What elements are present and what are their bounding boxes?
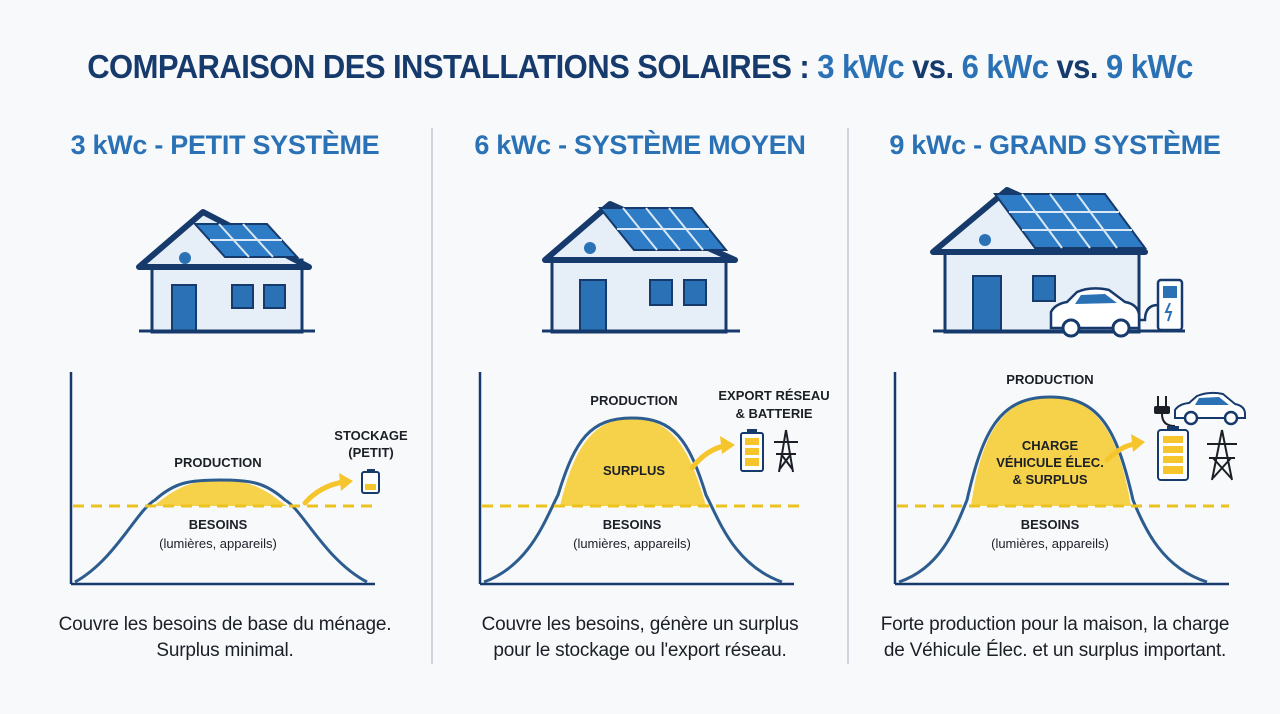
solar-panel-icon xyxy=(192,223,300,258)
production-curve xyxy=(74,478,368,584)
arrow-icon xyxy=(302,473,353,506)
surplus-area xyxy=(971,397,1131,506)
electric-car-icon xyxy=(1049,287,1141,338)
panel-title: 9 kWc - GRAND SYSTÈME xyxy=(889,130,1221,160)
electric-car-icon xyxy=(1174,391,1246,426)
surplus-label-line-1: CHARGE xyxy=(1022,438,1079,453)
battery-icon xyxy=(740,429,764,472)
caption-line-2: Surplus minimal. xyxy=(156,640,294,661)
title-3kwc: 3 kWc xyxy=(817,48,905,85)
besoins-label: BESOINS xyxy=(1021,517,1080,532)
panel-illustration: PRODUCTION BESOINS (lumières, appareils)… xyxy=(69,209,408,586)
production-curve xyxy=(898,395,1208,584)
title-6kwc: 6 kWc xyxy=(961,48,1049,85)
surplus-label-line-3: & SURPLUS xyxy=(1012,472,1087,487)
caption-line-1: Forte production pour la maison, la char… xyxy=(880,614,1230,635)
production-curve xyxy=(483,416,783,584)
pylon-icon xyxy=(774,429,798,473)
production-label: PRODUCTION xyxy=(1006,372,1093,387)
arrow-icon xyxy=(689,436,735,471)
battery-icon xyxy=(361,469,380,494)
caption-line-1: Couvre les besoins, génère un surplus xyxy=(481,614,799,635)
caption: Couvre les besoins de base du ménage. Su… xyxy=(15,612,435,664)
besoins-label: BESOINS xyxy=(603,517,662,532)
surplus-label: SURPLUS xyxy=(603,463,665,478)
stockage-label: STOCKAGE xyxy=(334,428,408,443)
page-title: COMPARAISON DES INSTALLATIONS SOLAIRES :… xyxy=(38,48,1241,86)
energy-chart: PRODUCTION SURPLUS BESOINS (lumières, ap… xyxy=(478,372,802,586)
besoins-label: BESOINS xyxy=(189,517,248,532)
divider-left xyxy=(431,128,433,664)
production-label: PRODUCTION xyxy=(174,455,261,470)
caption-line-1: Couvre les besoins de base du ménage. xyxy=(58,614,392,635)
panel-6kwc: 6 kWc - SYSTÈME MOYEN PRODUCTION SURPLUS xyxy=(430,120,850,710)
panel-title: 6 kWc - SYSTÈME MOYEN xyxy=(474,130,806,160)
energy-chart: PRODUCTION BESOINS (lumières, appareils) xyxy=(69,372,375,586)
stockage-sub-label: (PETIT) xyxy=(348,445,394,460)
surplus-area xyxy=(153,480,287,506)
surplus-area xyxy=(560,418,706,506)
surplus-label-line-2: VÉHICULE ÉLEC. xyxy=(996,455,1104,470)
export-label: EXPORT RÉSEAU xyxy=(718,388,829,403)
arrow-icon xyxy=(1104,434,1145,463)
besoins-sub-label: (lumières, appareils) xyxy=(991,536,1109,551)
caption-line-2: pour le stockage ou l'export réseau. xyxy=(493,640,787,661)
charging-station-icon xyxy=(1139,278,1184,332)
solar-panel-icon xyxy=(597,207,729,251)
export-sub-label: & BATTERIE xyxy=(735,406,812,421)
solar-panel-icon xyxy=(993,193,1147,249)
title-main: COMPARAISON DES INSTALLATIONS SOLAIRES : xyxy=(87,48,818,85)
divider-right xyxy=(847,128,849,664)
plug-icon xyxy=(1154,396,1176,427)
title-vs-1: vs. xyxy=(904,48,962,85)
besoins-sub-label: (lumières, appareils) xyxy=(573,536,691,551)
caption-line-2: de Véhicule Élec. et un surplus importan… xyxy=(883,640,1227,661)
pylon-icon xyxy=(1207,429,1237,481)
title-9kwc: 9 kWc xyxy=(1105,48,1193,85)
panel-illustration: PRODUCTION SURPLUS BESOINS (lumières, ap… xyxy=(478,201,830,586)
panel-3kwc: 3 kWc - PETIT SYSTÈME PRODUCTION BESOI xyxy=(15,120,435,710)
panel-9kwc: 9 kWc - GRAND SYSTÈME xyxy=(845,120,1265,710)
panel-illustration: PRODUCTION CHARGE VÉHICULE ÉLEC. & SURPL… xyxy=(893,187,1246,586)
production-label: PRODUCTION xyxy=(590,393,677,408)
panel-title: 3 kWc - PETIT SYSTÈME xyxy=(70,130,380,160)
battery-icon xyxy=(1157,426,1189,481)
besoins-sub-label: (lumières, appareils) xyxy=(159,536,277,551)
title-vs-2: vs. xyxy=(1048,48,1106,85)
energy-chart: PRODUCTION CHARGE VÉHICULE ÉLEC. & SURPL… xyxy=(893,372,1229,586)
house-icon xyxy=(542,201,740,334)
caption: Couvre les besoins, génère un surplus po… xyxy=(430,612,850,664)
caption: Forte production pour la maison, la char… xyxy=(845,612,1265,664)
